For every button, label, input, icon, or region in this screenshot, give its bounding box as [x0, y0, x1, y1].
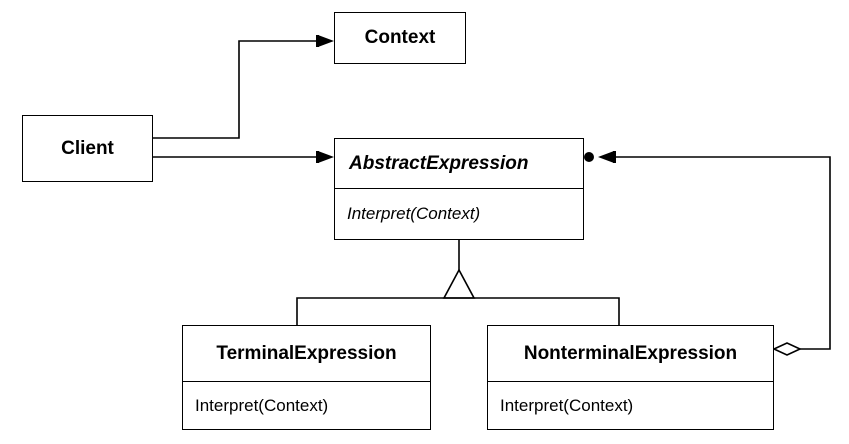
client-context-arrow-tick: [316, 35, 319, 47]
client-abstract-arrowhead: [318, 151, 334, 163]
aggregation-arrowhead: [598, 151, 614, 163]
aggregation-line: [612, 156, 831, 350]
abstract-expression-operation: Interpret(Context): [335, 188, 583, 239]
context-class-name: Context: [364, 27, 436, 48]
nonterminal-expression-operation: Interpret(Context): [488, 381, 773, 429]
aggregation-many-dot: [584, 152, 594, 162]
client-context-arrowhead: [318, 35, 334, 47]
terminal-expression-class-box: TerminalExpression Interpret(Context): [182, 325, 431, 430]
inheritance-branches: [296, 297, 620, 325]
context-class-box: Context: [334, 12, 466, 64]
aggregation-arrow-tick: [613, 151, 616, 163]
nonterminal-expression-class-name: NonterminalExpression: [523, 342, 738, 364]
inheritance-triangle: [442, 268, 476, 299]
abstract-expression-class-box: AbstractExpression Interpret(Context): [334, 138, 584, 240]
client-context-line: [153, 40, 320, 139]
nonterminal-expression-class-box: NonterminalExpression Interpret(Context): [487, 325, 774, 430]
terminal-expression-operation: Interpret(Context): [183, 381, 430, 429]
aggregation-diamond: [772, 342, 802, 356]
abstract-expression-class-name: AbstractExpression: [349, 152, 529, 174]
terminal-expression-class-name: TerminalExpression: [216, 342, 397, 364]
client-class-name: Client: [61, 137, 114, 159]
client-abstract-arrow-tick: [316, 151, 319, 163]
client-class-box: Client: [22, 115, 153, 182]
